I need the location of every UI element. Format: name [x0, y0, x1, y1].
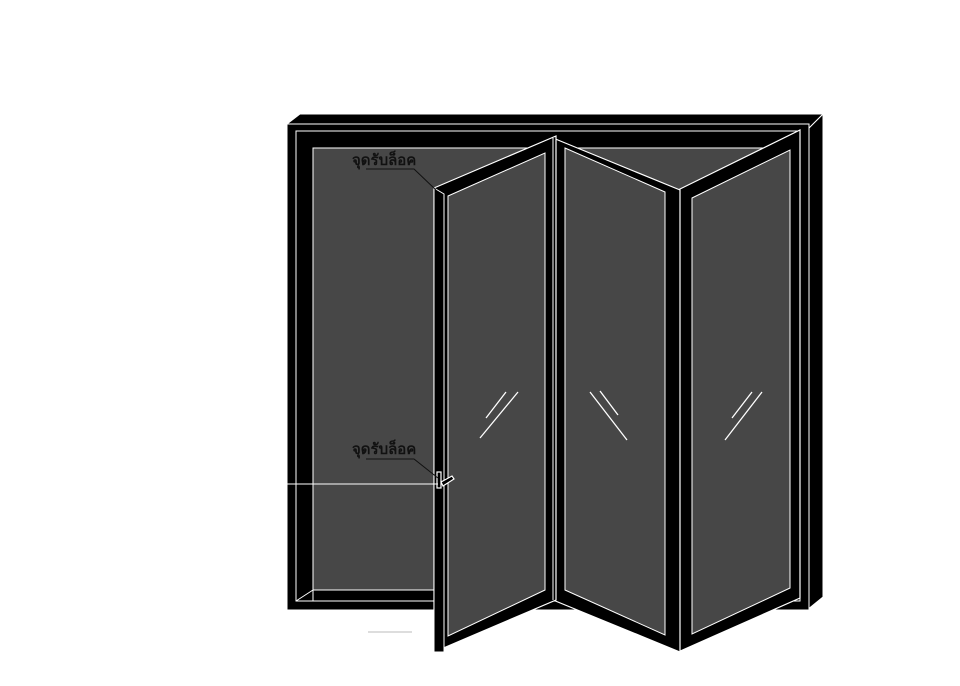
- panel-3-glass: [564, 147, 666, 636]
- door-panels: [433, 129, 801, 653]
- frame-sill-detail: [295, 589, 314, 602]
- panel-2-stile: [433, 187, 445, 653]
- panel-2-glass: [447, 152, 546, 637]
- door-panel-3: [552, 137, 681, 653]
- panel-4-glass: [691, 149, 791, 635]
- door-panel-4: [677, 129, 801, 653]
- callout-middle-label: จุดรับล็อค: [352, 439, 416, 459]
- callout-top-label: จุดรับล็อค: [352, 150, 416, 170]
- callout-middle: จุดรับล็อค: [287, 439, 439, 485]
- reflection-glint: [479, 391, 519, 439]
- door-handle-icon: [436, 471, 455, 489]
- callout-top-leader: [366, 168, 437, 191]
- callout-top: จุดรับล็อค: [352, 150, 437, 191]
- reflection-glint: [589, 390, 628, 441]
- reflection-glint: [724, 391, 763, 441]
- door-panel-2: [433, 135, 557, 653]
- callout-middle-leader: [366, 458, 439, 479]
